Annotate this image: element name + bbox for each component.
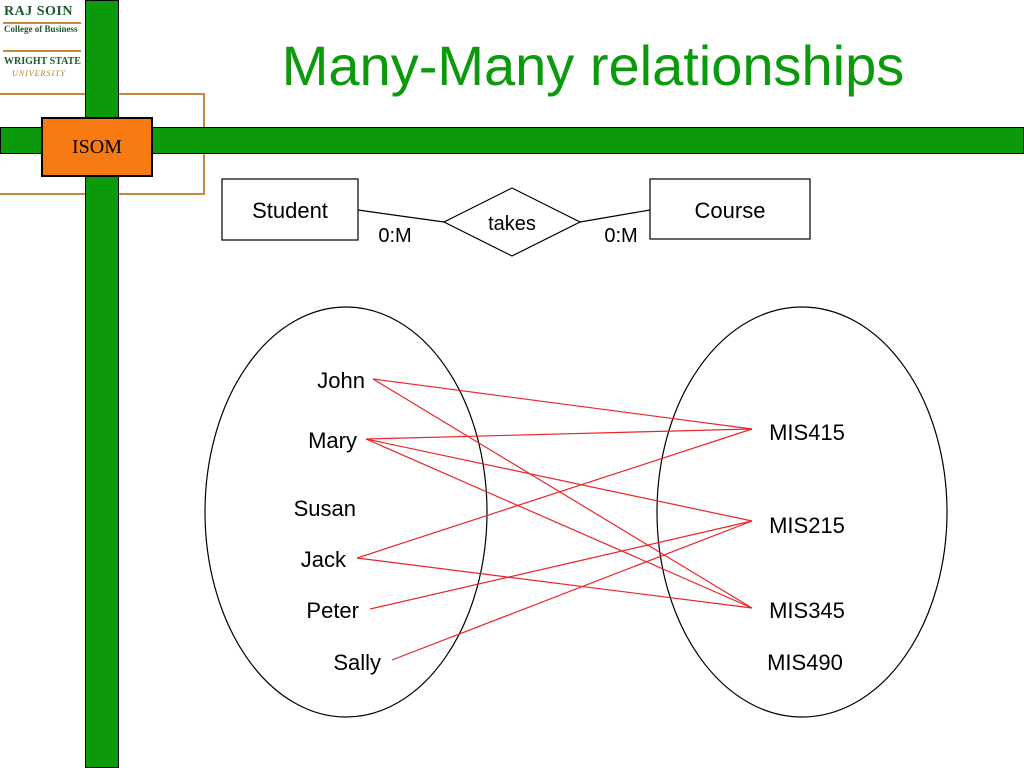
logo-line-2: College of Business [4, 24, 78, 34]
isom-badge: ISOM [41, 117, 153, 177]
link-line [391, 520, 753, 661]
course-label: MIS490 [767, 650, 843, 675]
student-label: Peter [306, 598, 359, 623]
link-line [356, 428, 753, 559]
student-set-ellipse [204, 306, 488, 718]
link-line [365, 438, 753, 522]
course-set-ellipse [656, 306, 948, 718]
cardinality-right: 0:M [604, 225, 637, 247]
link-line [365, 428, 753, 440]
entity-student-box [221, 178, 359, 241]
entity-course-box [649, 178, 811, 240]
student-label: Susan [294, 496, 356, 521]
logo-line-1: RAJ SOIN [4, 4, 73, 19]
relationship-label: takes [488, 213, 536, 235]
student-label: John [317, 368, 365, 393]
horizontal-green-bar [0, 127, 1024, 154]
link-line [365, 438, 753, 609]
logo-divider [3, 50, 81, 52]
student-label: Jack [301, 547, 347, 572]
link-line [372, 378, 753, 430]
course-label: MIS345 [769, 598, 845, 623]
college-logo: RAJ SOIN College of Business WRIGHT STAT… [0, 2, 84, 80]
logo-divider [3, 22, 81, 24]
link-line [369, 520, 753, 610]
logo-line-3: WRIGHT STATE [4, 56, 81, 67]
cardinality-left: 0:M [378, 225, 411, 247]
course-label: MIS415 [769, 420, 845, 445]
link-line [356, 557, 753, 609]
er-notation: Student Course takes 0:M 0:M [221, 178, 811, 257]
connector-right [579, 209, 651, 223]
student-label: Mary [308, 428, 357, 453]
link-lines [356, 378, 753, 661]
entity-student-label: Student [252, 198, 328, 223]
connector-left [357, 209, 445, 223]
entity-course-label: Course [695, 198, 766, 223]
link-line [372, 378, 753, 609]
relationship-diamond [442, 187, 582, 257]
slide-title: Many-Many relationships [281, 34, 905, 97]
student-label: Sally [333, 650, 381, 675]
course-label: MIS215 [769, 513, 845, 538]
logo-line-4: UNIVERSITY [12, 69, 66, 78]
isom-badge-label: ISOM [71, 135, 122, 158]
